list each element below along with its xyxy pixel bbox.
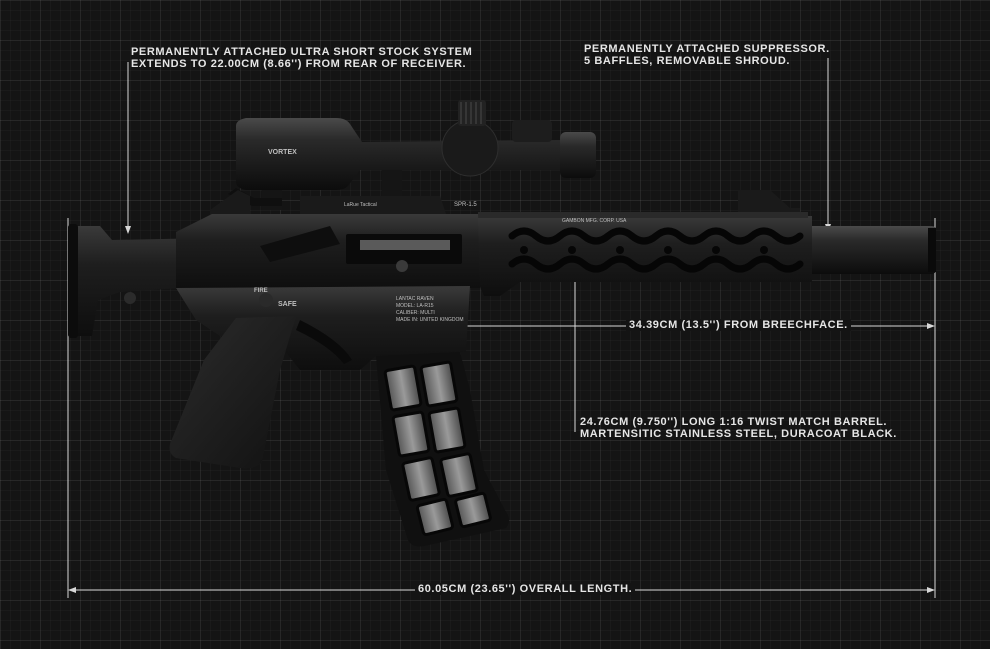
barrel-annotation-line2: MARTENSITIC STAINLESS STEEL, DURACOAT BL… (580, 428, 897, 440)
safety-selector (259, 293, 273, 307)
arrow-head (927, 587, 935, 593)
arrow-head (927, 323, 935, 329)
pistol-grip (169, 316, 296, 469)
receiver-markings: LANTAC RAVEN MODEL: LA-R15 CALIBER: MULT… (396, 296, 464, 323)
receiver-marking-line: LANTAC RAVEN (396, 296, 434, 302)
slot-row (508, 227, 804, 245)
bolt-carrier (360, 240, 450, 250)
stock-sling-point (124, 292, 136, 304)
suppressor (800, 226, 936, 274)
suppressor-annotation: PERMANENTLY ATTACHED SUPPRESSOR. 5 BAFFL… (584, 43, 830, 67)
scope-brand-marking: VORTEX (268, 149, 297, 156)
selector-safe-marking: SAFE (278, 301, 297, 308)
receiver-marking-line: MODEL: LA-R15 (396, 303, 434, 309)
suppressor-annotation-line1: PERMANENTLY ATTACHED SUPPRESSOR. (584, 43, 830, 55)
mount-base (300, 196, 446, 214)
turret-knurling (460, 102, 482, 124)
receiver-marking-line: CALIBER: MULTI (396, 310, 435, 316)
receiver-marking-line: MADE IN: UNITED KINGDOM (396, 317, 464, 323)
mount-brand-marking: LaRue Tactical (344, 202, 377, 208)
suppressor-annotation-line2: 5 BAFFLES, REMOVABLE SHROUD. (584, 55, 791, 67)
butt-pad (68, 224, 78, 338)
selector-fire-marking: FIRE (254, 288, 268, 294)
upper-receiver (176, 214, 480, 290)
scope-mount: LaRue Tactical SPR-1.5 (300, 196, 477, 214)
slot-row (508, 255, 804, 273)
magazine (376, 352, 509, 547)
scope-elevation-knob (458, 100, 486, 126)
handguard-slots (508, 227, 804, 273)
lower-body (176, 286, 470, 370)
stock-annotation-line2: EXTENDS TO 22.00CM (8.66'') FROM REAR OF… (131, 58, 467, 70)
stock-annotation-line1: PERMANENTLY ATTACHED ULTRA SHORT STOCK S… (131, 46, 473, 58)
charging-handle-slot (260, 226, 340, 262)
forward-assist (396, 260, 408, 272)
rifle-scope: VORTEX (228, 100, 596, 210)
overall-length-label: 60.05CM (23.65'') OVERALL LENGTH. (415, 583, 636, 595)
handguard: GAMBON MFG. CORP. USA (478, 212, 812, 296)
magazine-windows (383, 360, 492, 537)
trigger-guard (296, 320, 352, 364)
arrow-head (125, 226, 131, 234)
top-rail (478, 212, 808, 218)
scope-objective (560, 132, 596, 178)
suppressor-muzzle (928, 228, 936, 272)
scope-body (236, 118, 562, 190)
barrel-maker-marking: GAMBON MFG. CORP. USA (562, 218, 627, 224)
barrel-annotation-line1: 24.76CM (9.750'') LONG 1:16 TWIST MATCH … (580, 416, 888, 428)
lower-receiver: FIRE SAFE LANTAC RAVEN MODEL: LA-R15 CAL… (176, 286, 470, 370)
arrow-head (68, 587, 76, 593)
scope-windage-knob (512, 120, 552, 142)
breechface-length-label: 34.39CM (13.5'') FROM BREECHFACE. (626, 319, 851, 331)
suppressor-body (800, 226, 936, 274)
barrel-annotation: 24.76CM (9.750'') LONG 1:16 TWIST MATCH … (580, 416, 897, 440)
stock-annotation: PERMANENTLY ATTACHED ULTRA SHORT STOCK S… (131, 46, 472, 70)
handguard-holes (520, 246, 768, 254)
scope-turret (441, 119, 499, 177)
mount-model-marking: SPR-1.5 (454, 202, 477, 208)
